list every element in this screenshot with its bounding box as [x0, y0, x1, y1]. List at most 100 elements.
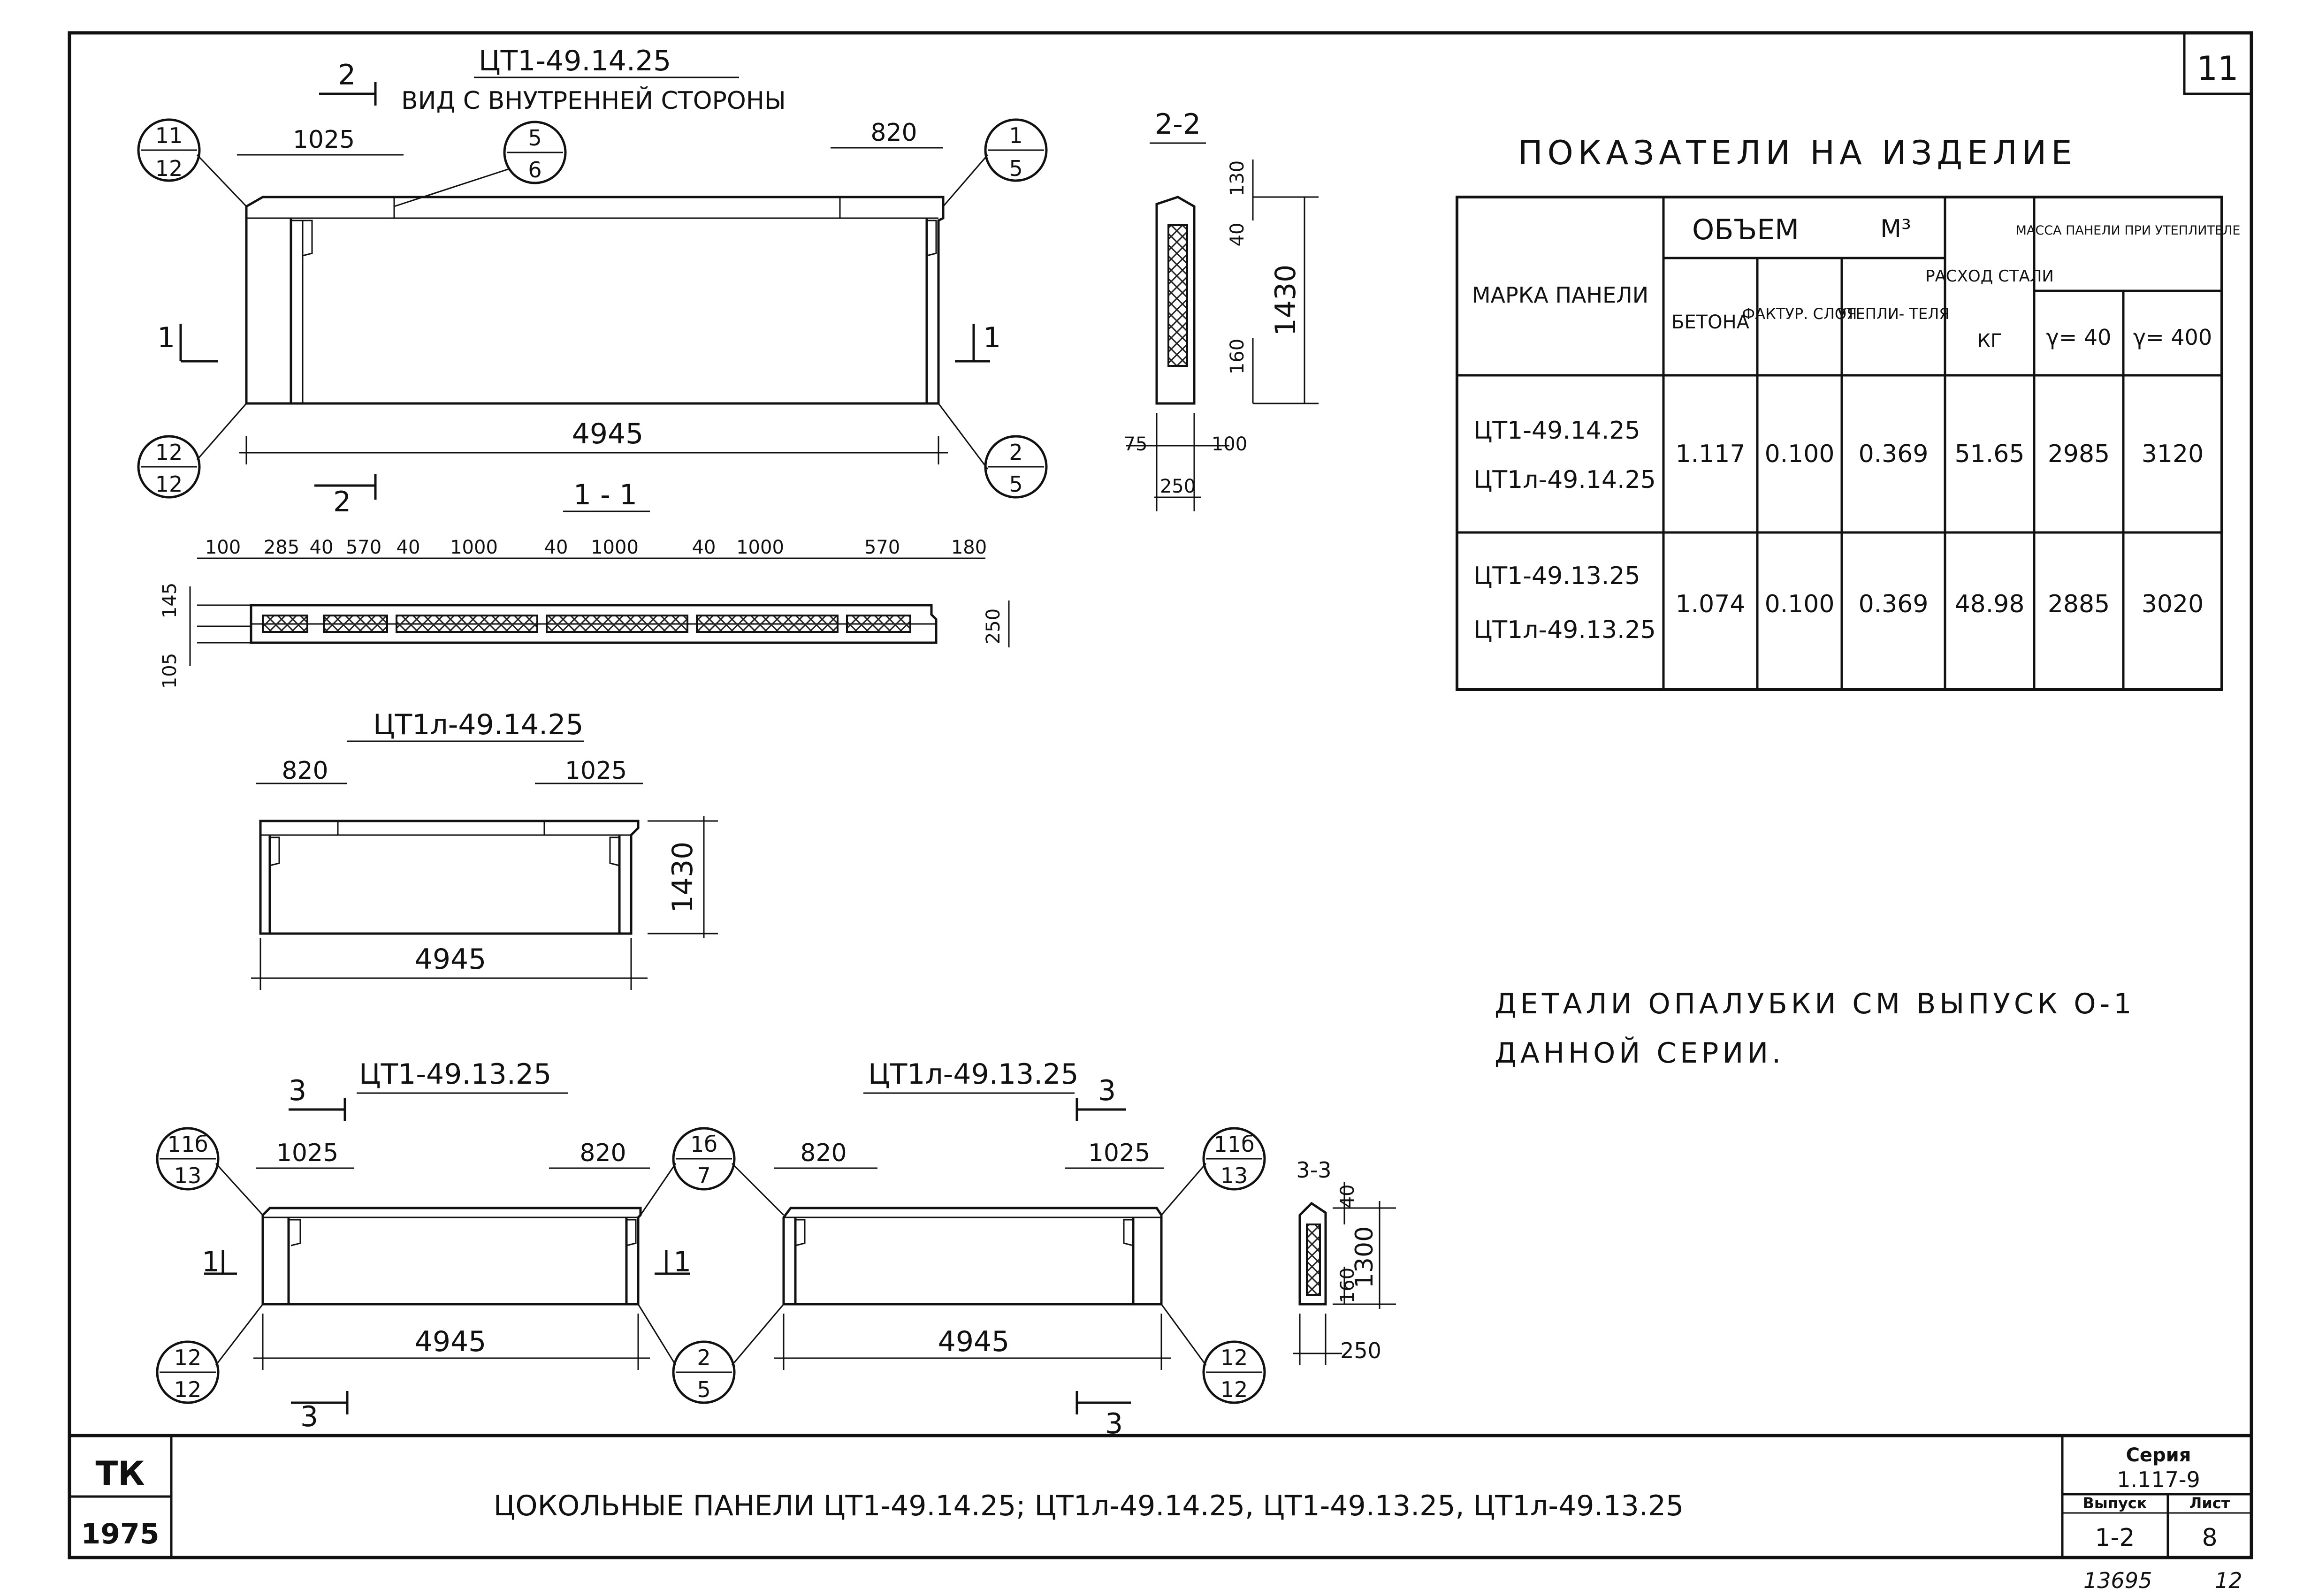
svg-text:12: 12: [155, 471, 183, 497]
callout-49-13-br: 2 5: [637, 1304, 785, 1404]
left-variant-dim-right: 1025: [565, 757, 627, 785]
main-dim-left-top: 1025: [293, 126, 355, 154]
section-2-2-width: 250: [1160, 476, 1196, 497]
title-block-sheet-label: Лист: [2189, 1494, 2230, 1512]
table-row: ЦТ1-49.13.25 ЦТ1л-49.13.25 1.074 0.100 0…: [1473, 562, 2204, 644]
section-3-3-width: 250: [1340, 1338, 1381, 1363]
section-mark-2-bottom: 2: [333, 486, 351, 518]
th-g40: γ= 40: [2046, 325, 2112, 350]
view-49-13-left-title: ЦТ1л-49.13.25: [868, 1058, 1079, 1091]
left-variant-dim-height: 1430: [666, 842, 699, 913]
sheet-number: 11: [2197, 49, 2238, 88]
title-block-org: ТК: [96, 1454, 145, 1493]
cut-mark-1-left: 1: [157, 321, 175, 354]
cut-mark-1-right: 1: [983, 321, 1001, 354]
view-49-13: ЦТ1-49.13.25 3 1025 820 4945 1 1 3 11б 1: [156, 1058, 785, 1433]
svg-text:570: 570: [346, 537, 381, 558]
svg-text:5: 5: [528, 125, 542, 151]
section-1-1-dim-texts: 100 285 40 570 40 1000 40 1000 40 1000 5…: [205, 537, 987, 558]
th-g400: γ= 400: [2133, 325, 2212, 350]
svg-text:1.117: 1.117: [1676, 440, 1746, 468]
main-dim-right-top: 820: [870, 119, 917, 147]
svg-text:12: 12: [174, 1377, 202, 1402]
section-3-3: 3-3 1300 40 160 250: [1293, 1157, 1396, 1365]
panel-outline: [245, 196, 945, 405]
svg-text:0.100: 0.100: [1765, 440, 1835, 468]
section-1-1-depth: 250: [983, 608, 1004, 644]
table-row: ЦТ1-49.14.25 ЦТ1л-49.14.25 1.117 0.100 0…: [1473, 417, 2204, 494]
svg-text:12: 12: [174, 1345, 202, 1370]
section-2-2-right: 100: [1212, 433, 1247, 455]
svg-text:ЦТ1л-49.14.25: ЦТ1л-49.14.25: [1473, 466, 1656, 494]
callout-tl: 11 12: [137, 118, 247, 207]
th-volume: ОБЪЕМ: [1692, 213, 1799, 246]
title-block-sheet: 8: [2202, 1524, 2217, 1552]
title-block-series-label: Серия: [2126, 1444, 2191, 1466]
left-variant-dim-length: 4945: [415, 943, 487, 976]
svg-text:1.074: 1.074: [1676, 590, 1746, 618]
th-steel-unit: КГ: [1977, 330, 2002, 352]
section-2-2-height: 1430: [1269, 265, 1302, 336]
svg-text:7: 7: [697, 1163, 710, 1188]
sheet-number-box: [2183, 31, 2253, 95]
svg-text:1000: 1000: [736, 537, 784, 558]
view-49-13-left-dim-right: 1025: [1088, 1139, 1150, 1167]
section-1-1-title: 1 - 1: [573, 479, 637, 511]
note-line-1: ДЕТАЛИ ОПАЛУБКИ СМ ВЫПУСК О-1: [1495, 988, 2135, 1020]
svg-text:6: 6: [528, 157, 542, 182]
th-volume-unit: М³: [1880, 215, 1911, 243]
callout-br: 2 5: [938, 403, 1048, 499]
section-3-3-title: 3-3: [1296, 1157, 1331, 1183]
svg-text:1000: 1000: [591, 537, 639, 558]
section-2-2-upper: 40: [1227, 223, 1248, 247]
view-49-13-title: ЦТ1-49.13.25: [359, 1058, 551, 1091]
sheet-frame: [68, 31, 2253, 1559]
view-49-13-left-dim-left: 820: [800, 1139, 847, 1167]
svg-text:1000: 1000: [450, 537, 498, 558]
section-mark-2-top: 2: [338, 59, 356, 91]
view-49-13-left: ЦТ1л-49.13.25 3 820 1025 4945 3 11б 13: [774, 1058, 1266, 1440]
view-49-13-dim-right: 820: [580, 1139, 626, 1167]
svg-text:5: 5: [697, 1377, 710, 1402]
section-1-1-left-dim-bottom: 105: [159, 653, 181, 689]
left-variant-dim-left: 820: [282, 757, 328, 785]
svg-text:2985: 2985: [2048, 440, 2110, 468]
svg-text:13: 13: [1220, 1163, 1248, 1188]
svg-text:5: 5: [1009, 471, 1022, 497]
section-1-1: 1 - 1 100 285 40 570 40 1000 40 1000 40 …: [159, 479, 1010, 689]
svg-text:40: 40: [692, 537, 716, 558]
svg-text:40: 40: [310, 537, 334, 558]
svg-text:285: 285: [264, 537, 299, 558]
svg-text:2885: 2885: [2048, 590, 2110, 618]
svg-text:12: 12: [1220, 1377, 1248, 1402]
svg-text:11б: 11б: [168, 1132, 208, 1157]
section-2-2: 2-2 1430 130 40 160 75 100 250: [1124, 108, 1319, 511]
section-1-1-left-dim-top: 145: [159, 583, 181, 618]
svg-text:40: 40: [397, 537, 420, 558]
svg-text:2: 2: [1009, 440, 1022, 465]
main-view: ЦТ1-49.14.25 ВИД С ВНУТРЕННЕЙ СТОРОНЫ 2 …: [137, 45, 1048, 518]
svg-text:ЦТ1-49.14.25: ЦТ1-49.14.25: [1473, 417, 1640, 445]
main-view-caption: ВИД С ВНУТРЕННЕЙ СТОРОНЫ: [401, 86, 786, 115]
svg-text:1: 1: [1009, 123, 1022, 148]
main-dim-length: 4945: [572, 418, 644, 450]
view-left-variant-title: ЦТ1л-49.14.25: [373, 708, 584, 741]
note-line-2: ДАННОЙ СЕРИИ.: [1495, 1036, 1785, 1070]
svg-text:12: 12: [155, 156, 183, 181]
callout-tr: 1 5: [942, 118, 1048, 207]
svg-text:12: 12: [155, 440, 183, 465]
svg-text:ЦТ1-49.13.25: ЦТ1-49.13.25: [1473, 562, 1640, 590]
title-block-year: 1975: [81, 1518, 160, 1550]
th-mark: МАРКА ПАНЕЛИ: [1472, 282, 1648, 308]
section-2-2-left: 75: [1124, 433, 1148, 455]
view-49-13-mark-top: 3: [289, 1074, 306, 1107]
callout-49-13-tr: 1б 7: [640, 1127, 785, 1216]
view-49-13-left-mark-top: 3: [1098, 1074, 1116, 1107]
th-facing: ФАКТУР. СЛОЯ: [1742, 305, 1857, 323]
svg-text:3020: 3020: [2142, 590, 2204, 618]
view-49-13-left-dim-length: 4945: [938, 1325, 1010, 1358]
view-49-13-dim-length: 4945: [415, 1325, 487, 1358]
view-left-variant: ЦТ1л-49.14.25 820 1025 4945 1430: [251, 708, 718, 990]
section-2-2-title: 2-2: [1155, 108, 1201, 141]
